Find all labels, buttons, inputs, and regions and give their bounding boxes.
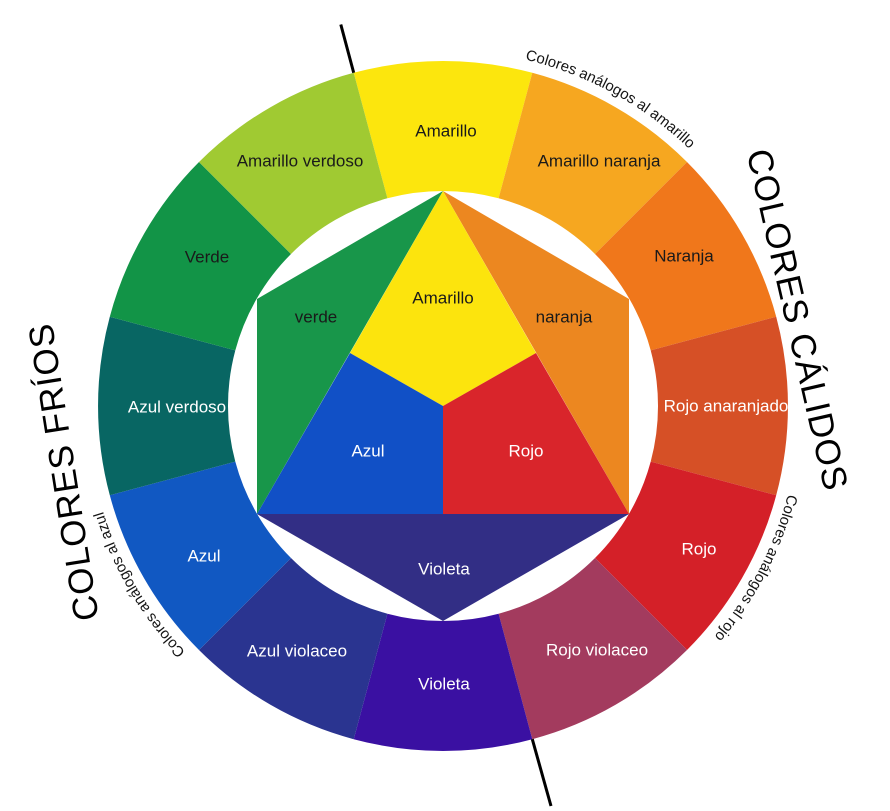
inner-shape-amarillo (350, 191, 536, 406)
ring-label-amarillo-naranja: Amarillo naranja (538, 152, 661, 171)
inner-label-violeta: Violeta (418, 560, 470, 579)
ring-segment-rojo-anaranjado (650, 316, 788, 496)
inner-shape-violeta (257, 514, 629, 621)
ring-segment-amarillo-verdoso (199, 72, 388, 254)
ring-label-rojo: Rojo (682, 540, 717, 559)
inner-label-azul: Azul (351, 442, 384, 461)
ring-label-rojo-violaceo: Rojo violaceo (546, 641, 648, 660)
ring-segment-azul (109, 461, 291, 650)
inner-label-verde: verde (295, 308, 338, 327)
inner-shape-naranja (443, 191, 629, 514)
ring-segment-azul-verdoso (98, 316, 236, 496)
inner-label-rojo: Rojo (509, 442, 544, 461)
ring-label-azul-verdoso: Azul verdoso (128, 398, 226, 417)
ring-label-verde: Verde (185, 248, 229, 267)
inner-shape-rojo (443, 353, 629, 514)
ring-segment-rojo-violaceo (498, 558, 687, 740)
inner-label-naranja: naranja (536, 308, 593, 327)
warm-cool-divider-line-top (339, 24, 356, 74)
ring-segment-violeta (353, 613, 533, 751)
ring-label-rojo-anaranjado: Rojo anaranjado (664, 397, 789, 416)
inner-hexagon: Amarillo verde naranja Azul Rojo Violeta (257, 191, 629, 621)
inner-shape-azul (257, 353, 443, 514)
inner-shape-verde (257, 191, 443, 514)
divider-lines (339, 24, 553, 807)
ring-segment-naranja (595, 162, 777, 351)
ring-segment-azul-violaceo (199, 558, 388, 740)
cool-colors-title: COLORES FRÍOS (21, 320, 107, 623)
ring-segment-rojo (595, 461, 777, 650)
ring-segment-amarillo-naranja (498, 72, 687, 254)
ring-label-naranja: Naranja (654, 247, 714, 266)
outer-ring: Amarillo Amarillo naranja Naranja Rojo a… (98, 61, 788, 751)
ring-label-azul-violaceo: Azul violaceo (247, 642, 347, 661)
inner-label-amarillo: Amarillo (412, 289, 473, 308)
ring-label-amarillo-verdoso: Amarillo verdoso (237, 152, 364, 171)
ring-label-violeta: Violeta (418, 675, 470, 694)
warm-cool-divider-line-bottom (530, 738, 553, 807)
ring-label-amarillo: Amarillo (415, 122, 476, 141)
ring-segment-amarillo (353, 61, 533, 199)
ring-label-azul: Azul (187, 547, 220, 566)
ring-segment-verde (109, 162, 291, 351)
